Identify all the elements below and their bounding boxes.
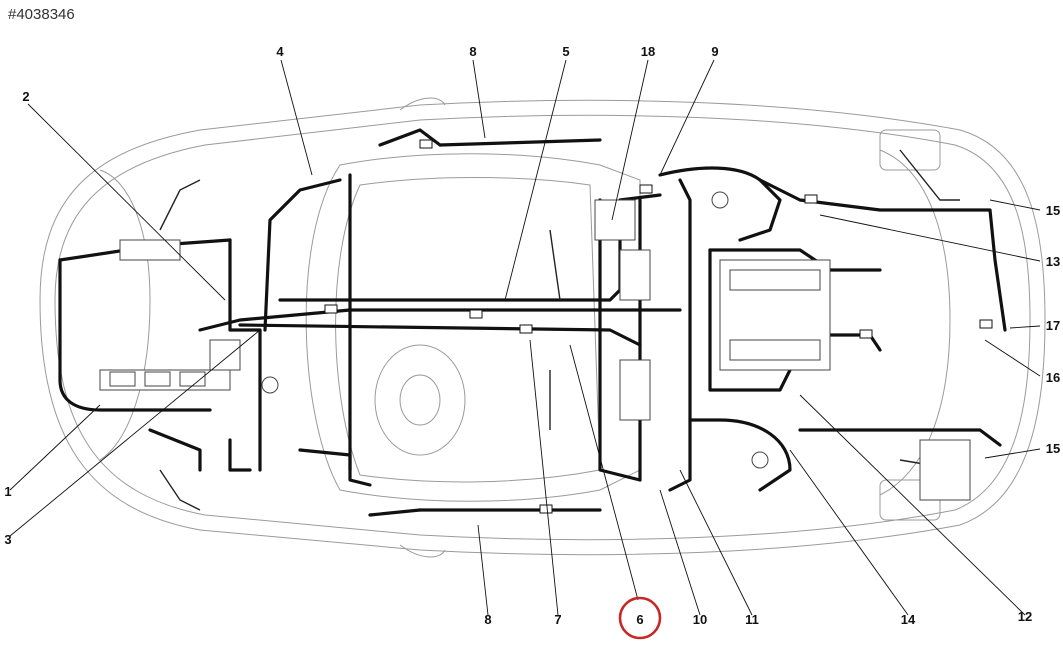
callout-8-bottom: 8	[484, 612, 491, 627]
callout-14: 14	[901, 612, 916, 627]
callout-10: 10	[693, 612, 707, 627]
callout-7: 7	[554, 612, 561, 627]
callout-labels: 4 8 5 18 9 2 15 13 17 16 15 1 3 8 7 6 10…	[4, 44, 1060, 627]
components	[99, 139, 993, 514]
callout-5: 5	[562, 44, 569, 59]
callout-18: 18	[641, 44, 655, 59]
callout-6: 6	[636, 612, 643, 627]
leader-lines	[9, 59, 1041, 616]
callout-3: 3	[4, 532, 11, 547]
callout-12: 12	[1018, 609, 1032, 624]
callout-9: 9	[711, 44, 718, 59]
callout-17: 17	[1046, 318, 1060, 333]
callout-13: 13	[1046, 254, 1060, 269]
callout-4: 4	[276, 44, 284, 59]
page-id: #4038346	[8, 6, 75, 23]
highlight-circle	[618, 596, 662, 640]
callout-15-top: 15	[1046, 203, 1060, 218]
callout-11: 11	[745, 612, 759, 627]
callout-15-bottom: 15	[1046, 441, 1060, 456]
callout-8-top: 8	[469, 44, 476, 59]
callout-16: 16	[1046, 370, 1060, 385]
callout-1: 1	[4, 484, 11, 499]
wiring-harness	[58, 128, 1007, 517]
callout-2: 2	[22, 89, 29, 104]
